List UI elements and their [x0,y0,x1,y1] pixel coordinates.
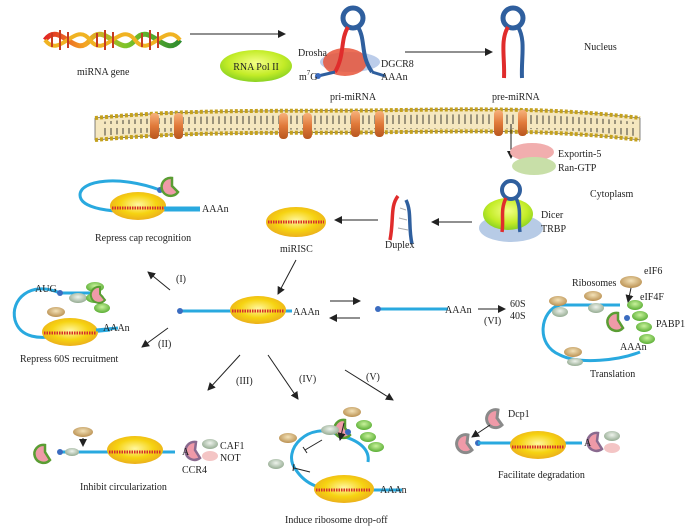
40s-label: 40S [510,311,526,322]
exportin-5-label: Exportin-5 [558,149,601,160]
cytoplasm-region-label: Cytoplasm [590,189,634,200]
mech-ii-polya-label: AAAn [103,323,130,334]
mech-v-numeral: (V) [366,372,380,383]
60s-label: 60S [510,299,526,310]
mech-iii-caption: Inhibit circularization [80,482,167,493]
rna-pol-ii-label: RNA Pol II [233,62,279,73]
eif4f-label: eIF4F [640,292,664,303]
trbp-label: TRBP [541,224,566,235]
mech-v-caption: Facilitate degradation [498,470,585,481]
mech-iii-caf1-label: CAF1 [220,441,244,452]
pabp1-label: PABP1 [656,319,685,330]
mech-i-polya-label: AAAn [202,204,229,215]
mech-ii-aug-label: AUG [35,284,57,295]
mechanism-vi-diagram [541,276,655,366]
mech-i-caption: Repress cap recognition [95,233,191,244]
mech-v-a-label: A [584,438,592,449]
dna-helix-icon [43,30,182,50]
duplex-label: Duplex [385,240,414,251]
mech-iii-ccr4-label: CCR4 [182,465,207,476]
mech-ii-arrow [141,327,169,348]
mech-iv-polya-label: AAAn [380,485,407,496]
mech-v-dcp1-label: Dcp1 [508,409,530,420]
mech-v-arrow [344,369,394,401]
dicer-complex [479,179,543,242]
mech-iii-arrow [207,354,241,391]
mech-iii-not-label: NOT [220,453,241,464]
mech-i-numeral: (I) [176,274,186,285]
free-mrna [375,306,448,312]
mech-iv-arrow [267,354,299,400]
nuclear-pore-complexes [150,110,527,139]
dicer-label: Dicer [541,210,564,221]
free-polya-label: AAAn [445,305,472,316]
mech-ii-numeral: (II) [158,339,171,350]
mechanism-ii-diagram [12,282,119,346]
mechanism-i-diagram [78,176,200,220]
drosha-label: Drosha [298,48,327,59]
pri-mirna-label: pri-miRNA [330,92,377,103]
nuclear-membrane [94,107,641,142]
mech-iii-a-label: A [182,447,190,458]
mech-vi-polya-label: AAAn [620,342,647,353]
pre-mirna-hairpin [500,5,526,79]
dgcr8-label: DGCR8 [381,59,414,70]
vi-numeral: (VI) [484,316,501,327]
pri-mirna-hairpin [315,5,386,79]
nucleus-region-label: Nucleus [584,42,617,53]
mechanism-v-diagram [455,408,620,459]
center-mrna-complex [177,296,292,324]
translation-caption: Translation [590,369,635,380]
center-polya-label: AAAn [293,307,320,318]
mirisc-label: miRISC [280,244,313,255]
cap-label: m7G [299,69,318,83]
ribosomes-label: Ribosomes [572,278,617,289]
duplex-shape [388,194,414,245]
exportin-5-shape [510,143,554,161]
mechanism-iii-diagram [33,427,218,465]
rna-pol-ii-shape [220,50,292,82]
ran-gtp-label: Ran-GTP [558,163,597,174]
ran-gtp-shape [512,157,556,175]
mech-iv-caption: Induce ribosome drop-off [285,515,388,526]
mech-iii-numeral: (III) [236,376,253,387]
target-binding-arrow [277,259,297,295]
pri-polya-label: AAAn [381,72,408,83]
mech-iv-numeral: (IV) [299,374,316,385]
eif6-label: eIF6 [644,266,662,277]
mirna-gene-label: miRNA gene [77,67,130,78]
mech-ii-caption: Repress 60S recruitment [20,354,119,365]
mechanism-iv-diagram [268,407,402,503]
pre-mirna-label: pre-miRNA [492,92,541,103]
mech-i-arrow [147,271,171,291]
mirisc-complex [266,207,326,237]
